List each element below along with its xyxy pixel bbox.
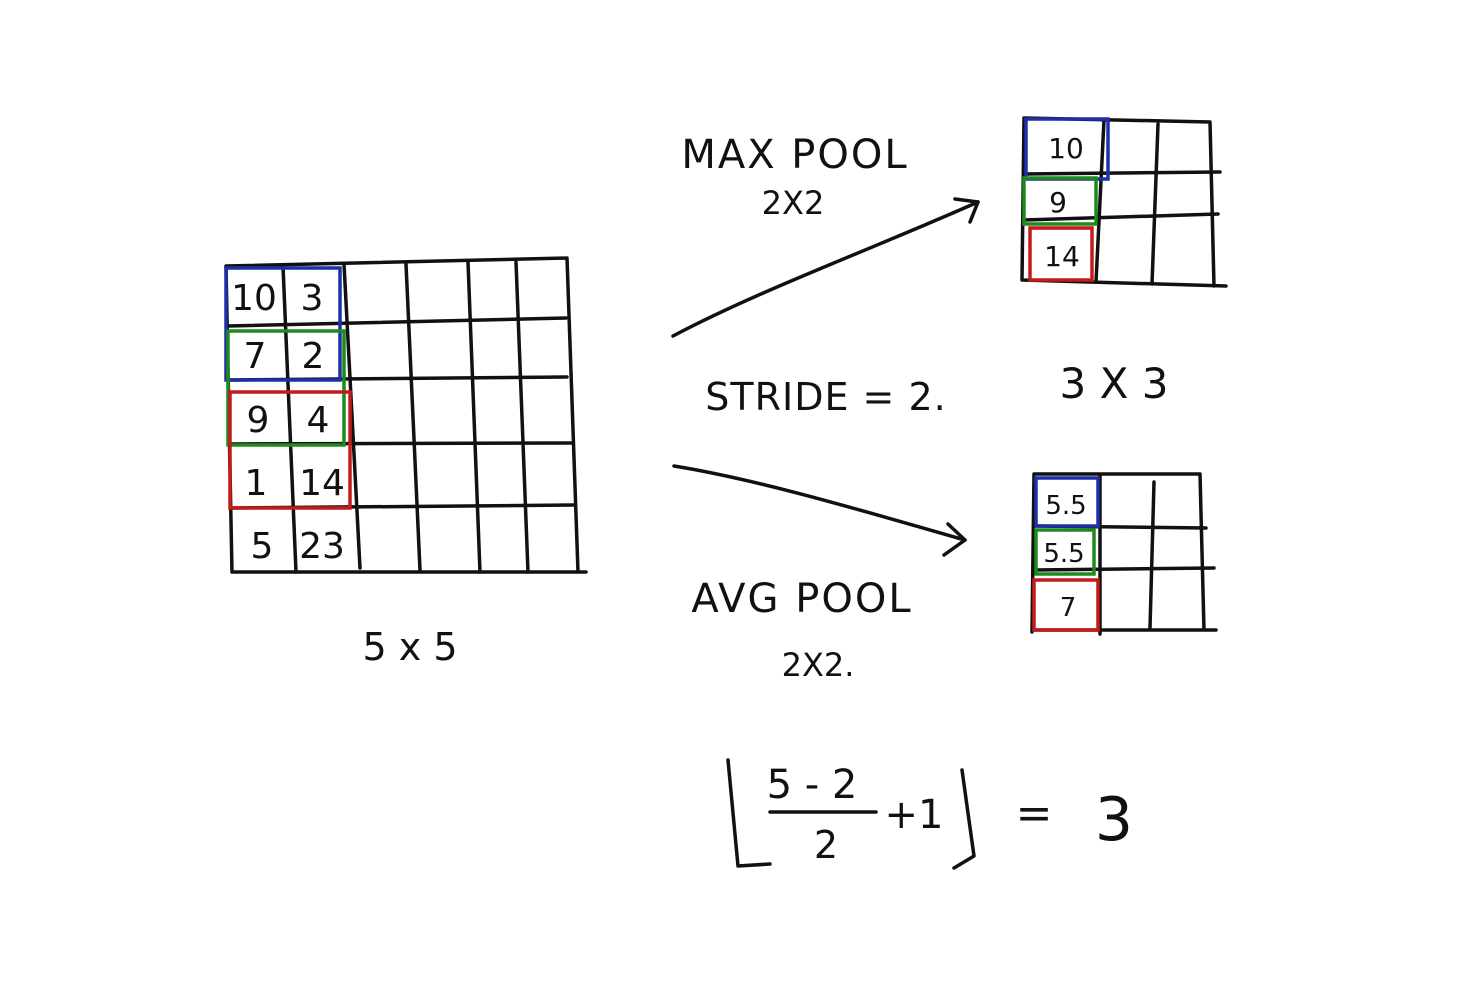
arrow-to-max-pool [671, 200, 980, 338]
max-pool-value: 10 [1048, 132, 1084, 165]
output-grid-row-line [1032, 566, 1216, 572]
input-cell: 9 [247, 400, 270, 441]
input-grid-row-line [226, 316, 568, 328]
input-cell: 14 [299, 463, 345, 504]
formula-plus-one: +1 [885, 792, 944, 838]
max-pool-size: 2X2 [762, 184, 825, 222]
output-grid-frame [1030, 472, 1218, 634]
arrowhead-icon [953, 197, 980, 224]
input-window-blue [224, 266, 342, 382]
input-cell: 5 [251, 526, 274, 567]
input-grid-frame [224, 256, 588, 574]
max-pool-title: MAX POOL [681, 132, 908, 178]
avg-window-blue [1034, 476, 1100, 528]
input-window-green [226, 329, 346, 447]
input-grid-col-line [281, 264, 298, 574]
input-cell: 2 [302, 336, 325, 377]
input-cell: 7 [244, 336, 267, 377]
output-grid-row-line [1022, 212, 1220, 222]
avg-pool-title: AVG POOL [691, 576, 912, 622]
formula-numerator: 5 - 2 [767, 762, 858, 808]
input-grid-col-line [404, 262, 422, 572]
output-grid-col-line [1094, 118, 1106, 284]
input-window-red [228, 390, 352, 510]
input-cell: 23 [299, 526, 345, 567]
input-cell: 4 [307, 400, 330, 441]
avg-pool-value: 5.5 [1045, 491, 1086, 521]
input-grid-label: 5 x 5 [363, 625, 458, 669]
avg-window-red [1032, 578, 1100, 632]
avg-pool-size: 2X2. [782, 646, 855, 684]
output-grid-row-line [1022, 170, 1222, 176]
arrowhead-icon [942, 522, 967, 557]
input-grid-col-line [514, 260, 530, 574]
avg-pool-value: 7 [1060, 593, 1077, 623]
stride-label: STRIDE = 2. [705, 375, 946, 419]
input-grid-col-line [342, 262, 362, 570]
input-cell: 10 [231, 278, 277, 319]
formula-denominator: 2 [814, 823, 838, 867]
arrow-to-avg-pool [672, 464, 967, 542]
max-pool-output-label: 3 X 3 [1060, 359, 1169, 408]
input-cell: 3 [301, 278, 324, 319]
floor-formula: 5 - 2 2 +1 = 3 [726, 758, 1133, 870]
max-window-red [1028, 226, 1094, 282]
max-window-green [1022, 176, 1098, 226]
floor-bracket-right [952, 768, 976, 870]
input-grid-col-line [466, 260, 482, 574]
max-pool-value: 14 [1044, 240, 1080, 273]
formula-equals: = [1016, 788, 1053, 839]
floor-bracket-left [726, 758, 772, 868]
output-grid-col-line [1148, 480, 1156, 630]
avg-pool-output-grid [1030, 472, 1218, 636]
max-pool-value: 9 [1049, 186, 1067, 219]
input-grid [224, 256, 588, 574]
avg-pool-value: 5.5 [1043, 539, 1084, 569]
avg-window-green [1034, 528, 1096, 576]
formula-result: 3 [1095, 785, 1133, 855]
input-cell: 1 [245, 463, 268, 504]
output-grid-col-line [1150, 122, 1160, 286]
